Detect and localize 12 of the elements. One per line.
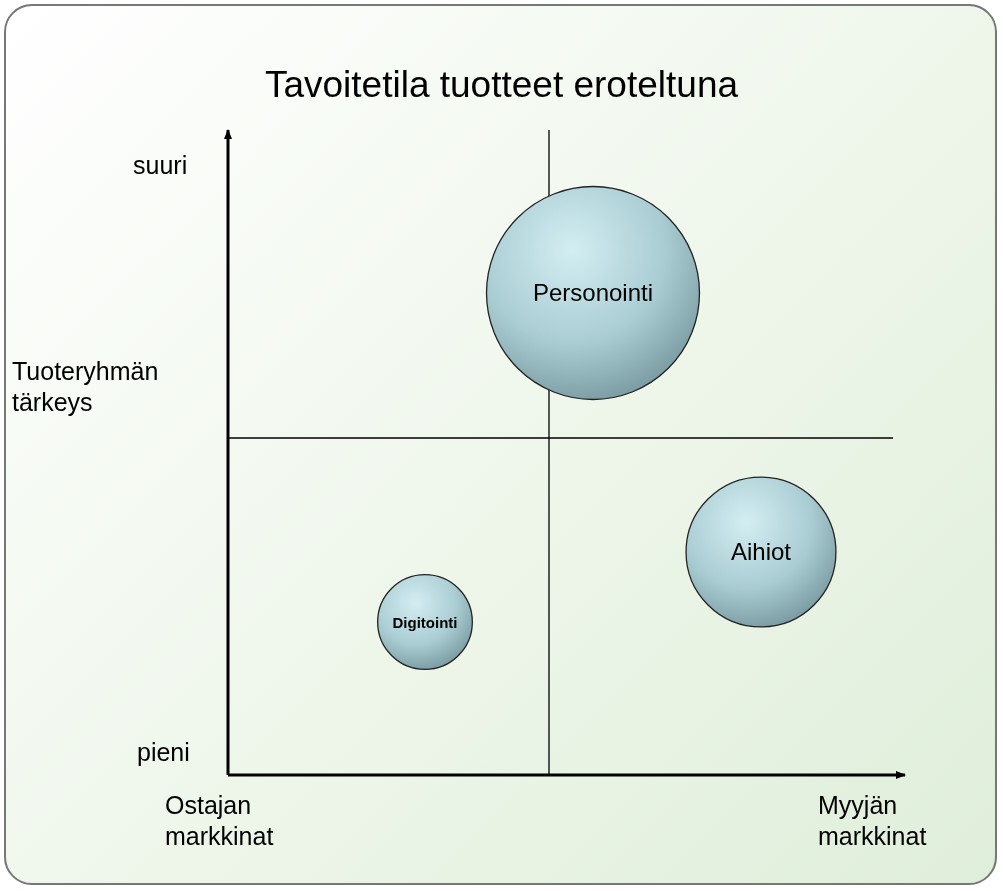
bubble <box>685 476 837 628</box>
bubble-label: Aihiot <box>730 538 791 566</box>
chart-title: Tavoitetila tuotteet eroteltuna <box>263 64 740 106</box>
axis-label: Myyjän markkinat <box>818 790 928 852</box>
bubble-label: Digitointi <box>392 613 458 631</box>
bubble <box>377 574 473 670</box>
axis-label: Ostajan markkinat <box>165 790 275 852</box>
bubble <box>485 185 701 401</box>
axis-title: Tuoteryhmän tärkeys <box>12 356 160 418</box>
bubble-label: Personointi <box>532 279 654 307</box>
axis-label: suuri <box>133 150 188 181</box>
axis-label: pieni <box>137 737 190 768</box>
